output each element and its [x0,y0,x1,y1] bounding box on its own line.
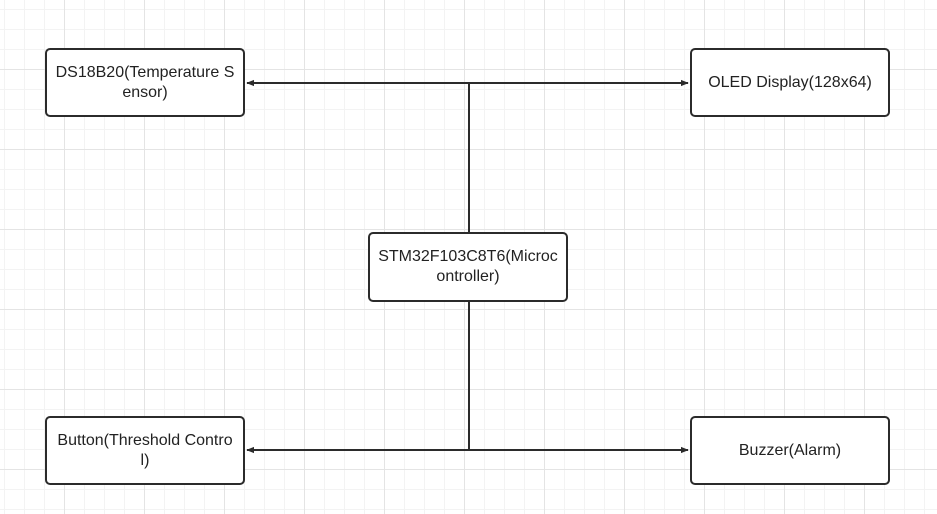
node-label-buzzer: Buzzer(Alarm) [738,441,842,459]
node-label-mcu: STM32F103C8T6(Microcontroller) [378,248,558,285]
node-label-oled: OLED Display(128x64) [708,73,872,91]
node-temperature-sensor[interactable]: DS18B20(Temperature Sensor) [45,48,245,117]
node-microcontroller[interactable]: STM32F103C8T6(Microcontroller) [368,232,568,302]
node-threshold-button[interactable]: Button(Threshold Control) [45,416,245,485]
node-buzzer[interactable]: Buzzer(Alarm) [690,416,890,485]
node-label-button: Button(Threshold Control) [57,431,233,469]
node-oled-display[interactable]: OLED Display(128x64) [690,48,890,117]
node-label-sensor: DS18B20(Temperature Sensor) [55,63,235,101]
